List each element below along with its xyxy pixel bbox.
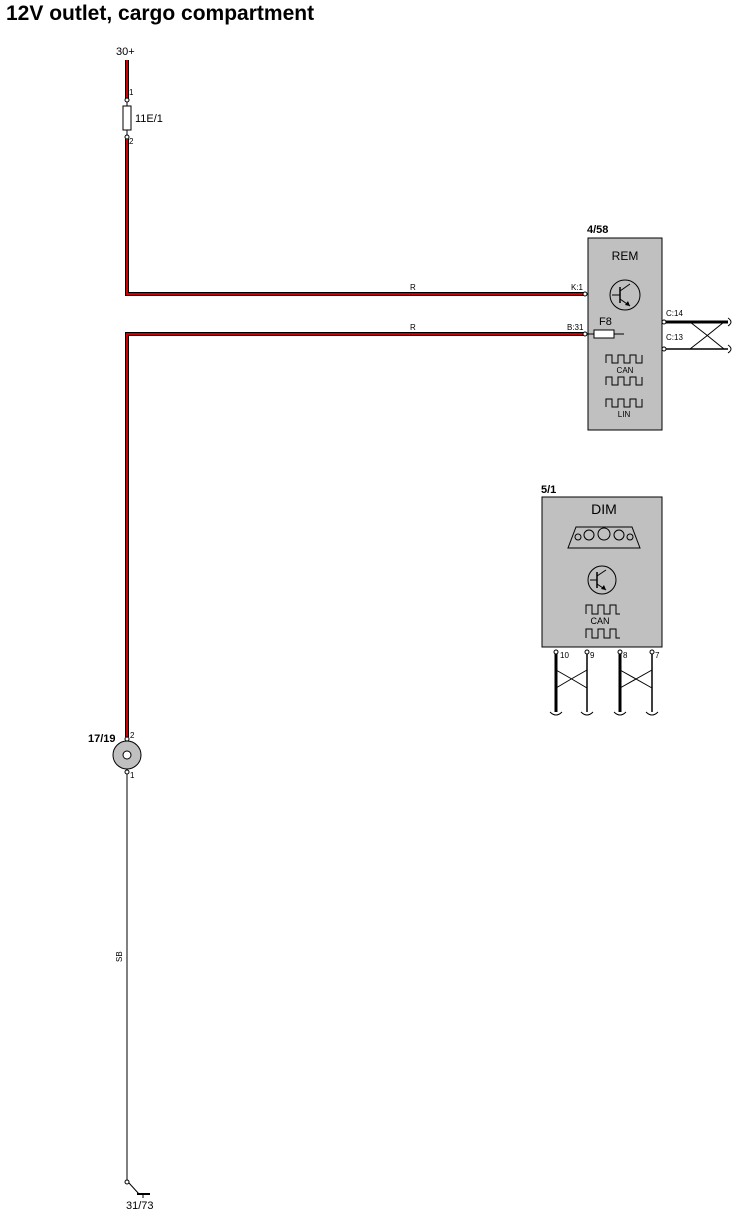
rem-can-signal-icon [605,354,643,386]
dim-id: 5/1 [541,484,556,496]
rem-lin-signal-icon [605,398,643,408]
outlet-pin-1-terminal [124,769,130,775]
rem-pin-b31: B:31 [567,323,584,332]
wire-color-sb: SB [115,951,124,962]
rem-name: REM [612,249,639,263]
dim-pin-9: 9 [590,651,595,660]
supply-label: 30+ [116,46,135,58]
dim-pins [553,649,655,655]
dim-can-signal-icon [585,604,620,639]
rem-pin-c13-terminal [661,346,667,352]
wire-color-r-bottom: R [410,323,416,332]
rem-transistor-icon [609,279,641,311]
diagram-title: 12V outlet, cargo compartment [6,2,315,25]
outlet-pin-2: 2 [130,731,135,740]
dim-transistor-icon [587,565,617,595]
dim-module [541,496,663,648]
outlet-socket-icon [112,740,142,770]
rem-pin-b31-terminal [582,331,588,337]
dim-name: DIM [591,501,617,517]
dim-pin-7: 7 [655,651,660,660]
ground-point-icon [124,1179,150,1198]
dim-instrument-cluster-icon [567,526,641,549]
rem-twisted-pair [666,317,732,354]
wire-color-r-top: R [410,283,416,292]
rem-pin-c14-terminal [661,319,667,325]
rem-bus-lin: LIN [618,410,631,419]
ground-label: 31/73 [126,1200,154,1212]
fuse-11e1 [122,97,132,140]
rem-fuse-label: F8 [599,316,612,328]
fuse-label: 11E/1 [135,113,163,125]
dim-twisted-pairs [549,654,659,716]
rem-fuse-f8-icon [587,329,624,339]
dim-pin-10: 10 [560,651,569,660]
outlet-id: 17/19 [88,733,116,745]
fuse-pin-1: 1 [129,88,134,97]
rem-bus-can: CAN [617,366,634,375]
outlet-pin-2-terminal [124,736,130,742]
rem-pin-c13: C:13 [666,333,683,342]
wire-rem-b31-to-outlet [125,332,585,737]
rem-pin-c14: C:14 [666,309,683,318]
rem-pin-k1: K:1 [571,283,584,292]
outlet-pin-1: 1 [130,771,135,780]
dim-bus-can: CAN [590,616,609,626]
rem-pin-k1-terminal [582,291,588,297]
fuse-pin-2: 2 [129,137,134,146]
wire-fuse-to-rem-k1 [125,139,585,296]
rem-id: 4/58 [587,224,608,236]
dim-pin-8: 8 [623,651,628,660]
